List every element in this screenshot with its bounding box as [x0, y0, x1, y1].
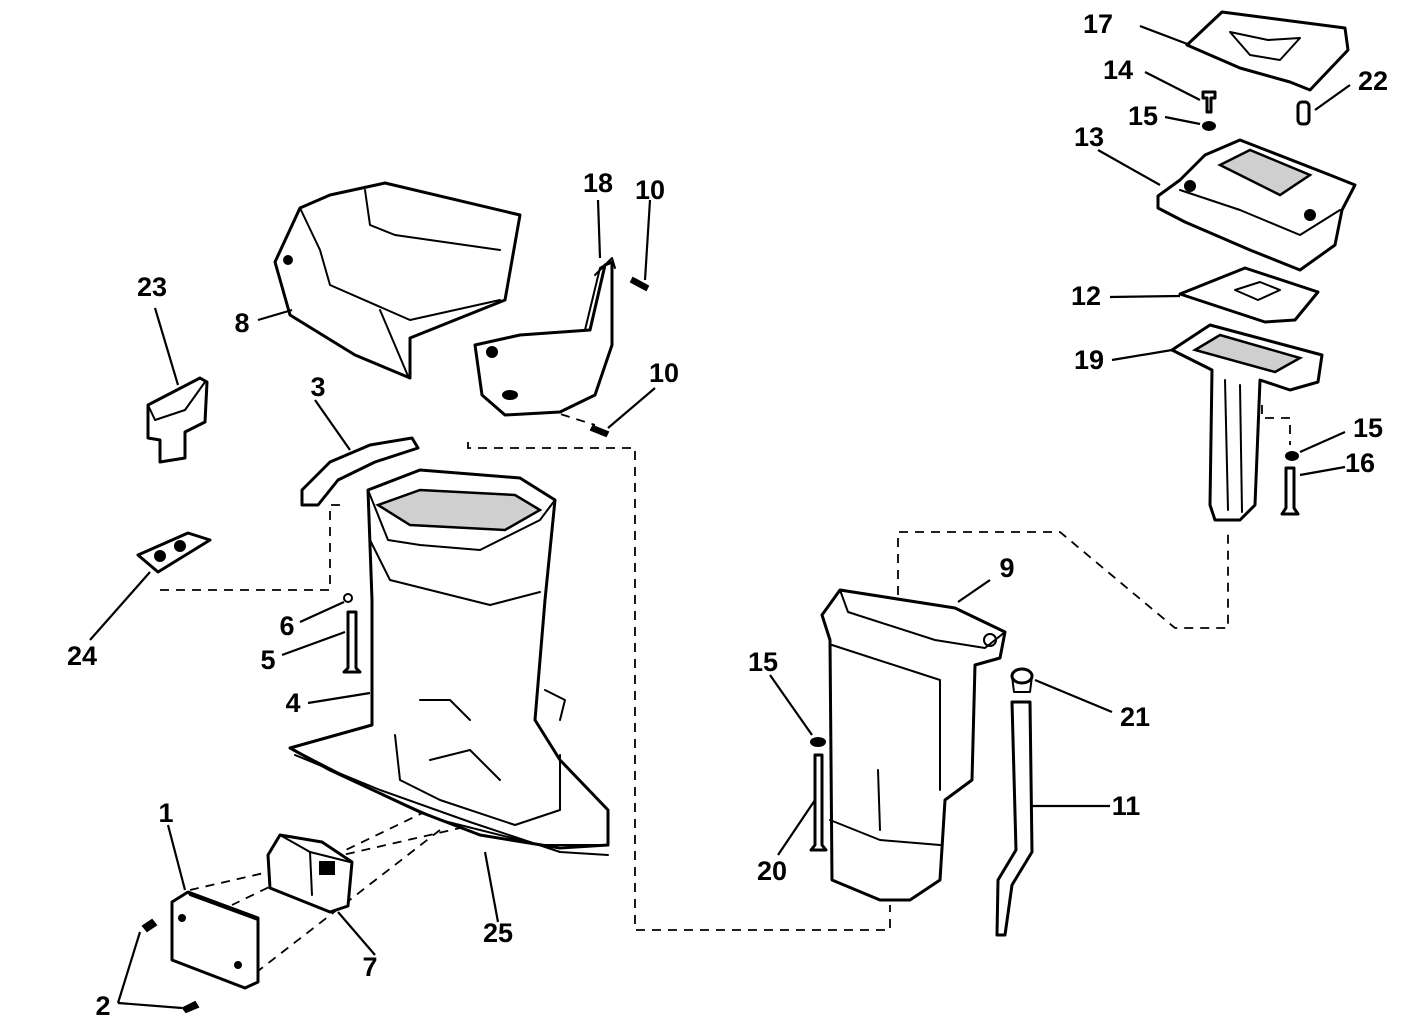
callout-15-right: 15: [1353, 413, 1383, 443]
grommet-part-21-icon: [1010, 667, 1034, 693]
exhaust-tube-part-19: [1170, 323, 1324, 522]
callout-17: 17: [1083, 9, 1113, 39]
callout-6: 6: [279, 611, 294, 641]
callout-10-upper: 10: [635, 175, 665, 205]
bolt-part-5-icon: [342, 610, 362, 674]
water-tube-part-11: [995, 700, 1034, 937]
callout-24: 24: [67, 641, 97, 671]
callout-13: 13: [1074, 122, 1104, 152]
callout-1: 1: [158, 798, 173, 828]
lower-cover-part: [473, 257, 616, 417]
callout-2: 2: [95, 991, 110, 1021]
gasket-plate-part-24: [136, 531, 212, 574]
seal-strip-part-3: [300, 436, 420, 507]
gasket-part-17: [1185, 10, 1350, 92]
callout-3: 3: [310, 372, 325, 402]
midsection-housing-part-4: [288, 468, 610, 850]
washer-part-15-right-icon: [1285, 451, 1299, 461]
callout-18: 18: [583, 168, 613, 198]
callout-5: 5: [260, 645, 275, 675]
washer-part-15-top-icon: [1202, 121, 1216, 131]
callout-8: 8: [234, 308, 249, 338]
housing-edge-part-25: [294, 754, 609, 856]
callout-21: 21: [1120, 702, 1150, 732]
bracket-part-23: [146, 376, 209, 464]
callout-20: 20: [757, 856, 787, 886]
callout-25: 25: [483, 918, 513, 948]
callout-10-lower: 10: [649, 358, 679, 388]
callout-16: 16: [1345, 448, 1375, 478]
callout-9: 9: [999, 553, 1014, 583]
callout-22: 22: [1358, 66, 1388, 96]
dowel-part-22-icon: [1296, 100, 1311, 126]
callout-4: 4: [285, 688, 300, 718]
screw-10-lower-icon: [589, 424, 610, 438]
washer-part-6-icon: [343, 593, 353, 603]
callout-15-top: 15: [1128, 101, 1158, 131]
block-part-7: [266, 833, 354, 914]
washer-part-15-middle-icon: [810, 737, 826, 747]
exhaust-housing-part-9: [820, 588, 1007, 902]
callout-12: 12: [1071, 281, 1101, 311]
callout-11: 11: [1112, 791, 1141, 821]
callout-23: 23: [137, 272, 167, 302]
screw-10-upper-icon: [629, 276, 650, 292]
adapter-plate-part-13: [1156, 138, 1357, 272]
cover-plate-part-1: [170, 890, 260, 990]
upper-cover-part: [273, 181, 522, 380]
callout-labels: 17 14 15 22 13 12 19 15 16 9 21 11 15 20…: [67, 9, 1388, 1021]
gasket-part-12: [1178, 266, 1320, 324]
callout-19: 19: [1074, 345, 1104, 375]
screw-part-2-upper-icon: [141, 918, 158, 933]
bolt-part-20-icon: [809, 753, 828, 852]
leader-lines: [89, 24, 1351, 1010]
callout-7: 7: [362, 952, 377, 982]
callout-14: 14: [1103, 55, 1133, 85]
bolt-part-16-icon: [1280, 466, 1300, 516]
bolt-part-14-icon: [1201, 90, 1217, 114]
callout-15-middle: 15: [748, 647, 778, 677]
screw-part-2-lower-icon: [181, 1000, 200, 1014]
